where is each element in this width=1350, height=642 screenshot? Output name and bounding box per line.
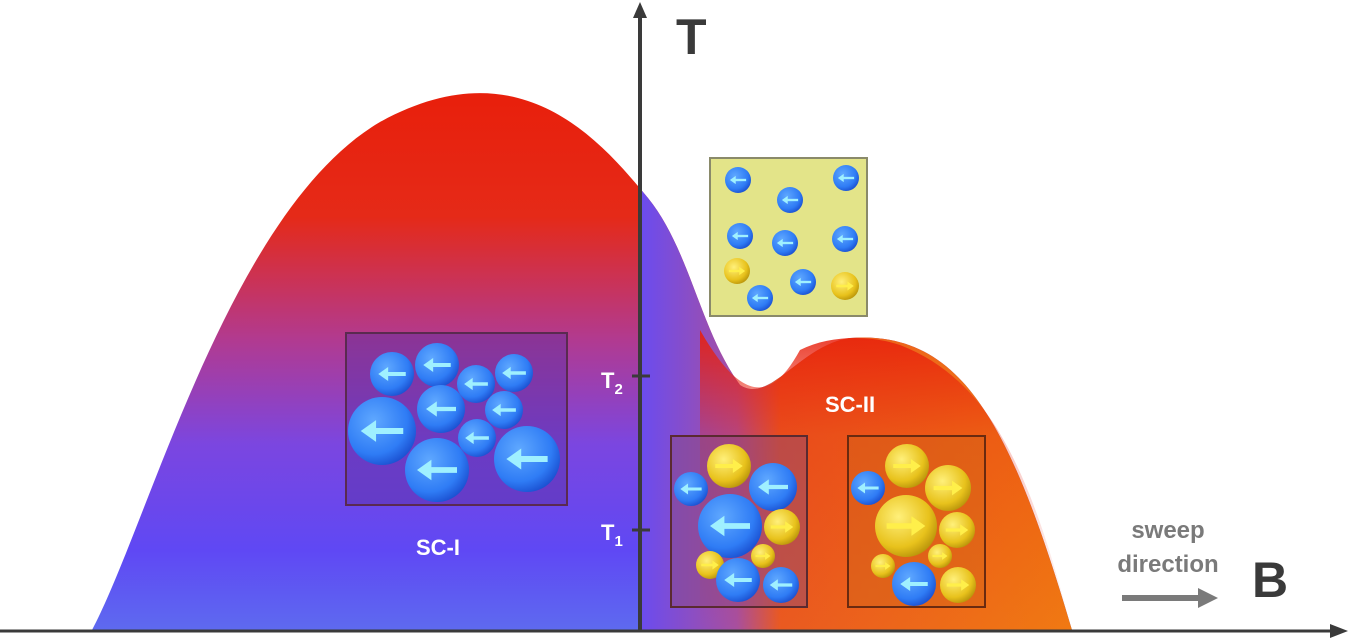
sweep-label-line2: direction — [1117, 551, 1218, 578]
left-arrow-icon — [502, 366, 511, 380]
right-arrow-icon — [712, 560, 719, 570]
blue-domain-sphere — [457, 365, 495, 403]
yellow-domain-sphere — [885, 444, 929, 488]
blue-domain-sphere — [415, 343, 459, 387]
left-arrow-icon — [464, 377, 473, 391]
left-arrow-icon — [758, 479, 769, 495]
blue-domain-sphere — [417, 385, 465, 433]
y-axis-arrowhead — [633, 2, 647, 18]
left-arrow-icon — [360, 420, 377, 442]
blue-domain-sphere — [727, 223, 753, 249]
right-arrow-icon — [942, 552, 948, 560]
sweep-label-line1: sweep — [1131, 517, 1204, 544]
blue-domain-sphere — [405, 438, 469, 502]
sweep-arrow-head — [1198, 588, 1218, 608]
yellow-domain-sphere — [939, 512, 975, 548]
magnetic-domains — [348, 165, 976, 606]
yellow-domain-sphere — [751, 544, 775, 568]
right-arrow-icon — [785, 521, 794, 533]
y-axis-label: T — [676, 9, 707, 65]
left-arrow-icon — [492, 403, 501, 417]
left-arrow-icon — [836, 234, 843, 244]
left-arrow-icon — [837, 173, 844, 183]
left-arrow-icon — [710, 515, 725, 537]
left-arrow-icon — [465, 431, 474, 445]
blue-domain-sphere — [725, 167, 751, 193]
dome-right-top-shade — [700, 330, 1072, 630]
left-arrow-icon — [857, 482, 866, 494]
left-arrow-icon — [769, 579, 778, 591]
right-arrow-icon — [739, 266, 746, 276]
blue-domain-sphere — [833, 165, 859, 191]
blue-domain-sphere — [458, 419, 496, 457]
region-label-sc2: SC-II — [825, 392, 875, 417]
tick-label-t2: T2 — [601, 368, 623, 398]
blue-domain-sphere — [892, 562, 936, 606]
blue-domain-sphere — [777, 187, 803, 213]
blue-domain-sphere — [790, 269, 816, 295]
right-arrow-icon — [952, 480, 963, 496]
blue-domain-sphere — [674, 472, 708, 506]
left-arrow-icon — [776, 238, 783, 248]
left-arrow-icon — [417, 459, 432, 481]
left-arrow-icon — [423, 357, 434, 373]
tick-label-t1-sub: 1 — [614, 533, 622, 550]
yellow-domain-sphere — [928, 544, 952, 568]
left-arrow-icon — [680, 483, 689, 495]
x-axis-label: B — [1252, 552, 1288, 608]
yellow-domain-sphere — [940, 567, 976, 603]
yellow-domain-sphere — [925, 465, 971, 511]
left-arrow-icon — [900, 576, 911, 592]
left-arrow-icon — [426, 401, 437, 417]
blue-domain-sphere — [749, 463, 797, 511]
left-arrow-icon — [794, 277, 801, 287]
blue-domain-sphere — [370, 352, 414, 396]
blue-domain-sphere — [851, 471, 885, 505]
blue-domain-sphere — [495, 354, 533, 392]
tick-label-t1-main: T — [601, 520, 615, 545]
yellow-domain-sphere — [871, 554, 895, 578]
tick-label-t2-sub: 2 — [614, 381, 622, 398]
left-arrow-icon — [724, 572, 735, 588]
tick-label-t2-main: T — [601, 368, 615, 393]
right-arrow-icon — [961, 579, 970, 591]
left-arrow-icon — [506, 448, 522, 470]
blue-domain-sphere — [716, 558, 760, 602]
blue-domain-sphere — [763, 567, 799, 603]
blue-domain-sphere — [485, 391, 523, 429]
tick-label-t1: T1 — [601, 520, 623, 550]
left-arrow-icon — [729, 175, 736, 185]
right-arrow-icon — [732, 458, 743, 474]
right-arrow-icon — [885, 562, 891, 570]
right-arrow-icon — [960, 524, 969, 536]
right-arrow-icon — [911, 516, 926, 536]
yellow-domain-sphere — [707, 444, 751, 488]
blue-domain-sphere — [494, 426, 560, 492]
x-axis-arrowhead — [1330, 624, 1348, 638]
right-arrow-icon — [910, 458, 921, 474]
blue-domain-sphere — [747, 285, 773, 311]
left-arrow-icon — [378, 366, 389, 382]
blue-domain-sphere — [772, 230, 798, 256]
right-arrow-icon — [765, 552, 771, 560]
region-label-sc1: SC-I — [416, 535, 460, 560]
right-arrow-icon — [847, 281, 854, 291]
yellow-domain-sphere — [764, 509, 800, 545]
yellow-domain-sphere — [831, 272, 859, 300]
yellow-domain-sphere — [875, 495, 937, 557]
yellow-domain-sphere — [724, 258, 750, 284]
blue-domain-sphere — [832, 226, 858, 252]
yellow-domain-sphere — [696, 551, 724, 579]
blue-domain-sphere — [348, 397, 416, 465]
left-arrow-icon — [751, 293, 758, 303]
blue-domain-sphere — [698, 494, 762, 558]
left-arrow-icon — [731, 231, 738, 241]
left-arrow-icon — [781, 195, 788, 205]
